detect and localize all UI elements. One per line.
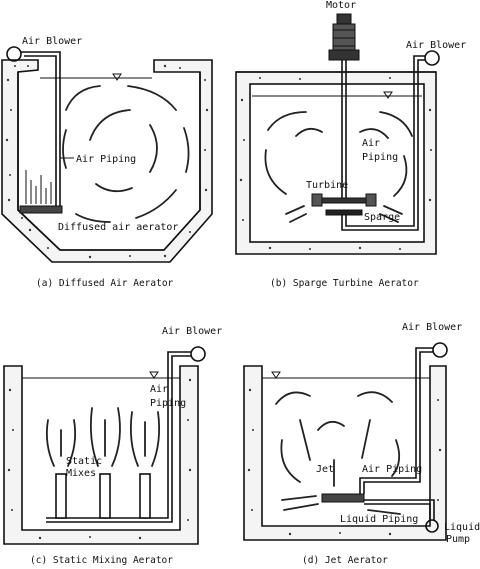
label-c-air: Air bbox=[150, 384, 168, 395]
air-bubbles-a bbox=[25, 170, 52, 204]
air-blower-b bbox=[424, 50, 440, 66]
label-d-pump: Pump bbox=[446, 534, 470, 545]
label-b-turbine: Turbine bbox=[306, 180, 348, 191]
label-b-air-blower: Air Blower bbox=[406, 40, 466, 51]
label-a-air-piping: Air Piping bbox=[76, 154, 136, 165]
label-a-air-blower: Air Blower bbox=[22, 36, 82, 47]
label-b-motor: Motor bbox=[326, 0, 356, 11]
label-d-liquid: Liquid bbox=[444, 522, 480, 533]
caption-c: (c) Static Mixing Aerator bbox=[30, 555, 173, 566]
air-blower-a bbox=[6, 46, 22, 62]
panel-d-jet-aerator: Air Blower Jet Air Piping Liquid Piping … bbox=[243, 322, 480, 566]
label-c-mixes: Mixes bbox=[66, 468, 96, 479]
static-mixers-c bbox=[55, 473, 151, 519]
panel-c-static-mixing-aerator: Air Blower Air Piping Static Mixes (c) S… bbox=[3, 326, 222, 566]
panel-b-sparge-turbine-aerator: Motor Air Blower Air Piping Turbine Spar… bbox=[235, 0, 466, 289]
circulation-pattern-a bbox=[62, 85, 190, 223]
water-level-marker-c bbox=[149, 371, 159, 379]
label-b-piping: Piping bbox=[362, 152, 398, 163]
tank-c-wall bbox=[3, 365, 199, 545]
motor-b bbox=[328, 13, 360, 61]
label-c-air-blower: Air Blower bbox=[162, 326, 222, 337]
plumes-c bbox=[45, 407, 161, 467]
circulation-pattern-b bbox=[264, 111, 413, 223]
caption-a: (a) Diffused Air Aerator bbox=[36, 278, 174, 289]
liquid-pump-d bbox=[425, 519, 439, 533]
label-d-air-piping: Air Piping bbox=[362, 464, 422, 475]
sparge-ring-b bbox=[325, 209, 363, 216]
caption-d: (d) Jet Aerator bbox=[302, 555, 388, 566]
tank-d-concrete-texture bbox=[247, 388, 442, 536]
label-d-liquid-piping: Liquid Piping bbox=[340, 514, 418, 525]
water-level-marker-a bbox=[112, 73, 122, 81]
tank-d-wall bbox=[243, 365, 447, 541]
label-b-air: Air bbox=[362, 138, 380, 149]
tank-a-concrete-texture bbox=[5, 64, 209, 259]
air-blower-c bbox=[190, 346, 206, 362]
caption-b: (b) Sparge Turbine Aerator bbox=[270, 278, 419, 289]
water-level-marker-b bbox=[383, 91, 393, 99]
turbine-b bbox=[311, 193, 377, 207]
panel-a-diffused-air-aerator: Air Blower Air Piping Diffused air aerat… bbox=[1, 36, 213, 289]
label-d-air-blower: Air Blower bbox=[402, 322, 462, 333]
tank-b-concrete-texture bbox=[239, 77, 432, 250]
label-d-jet: Jet bbox=[316, 464, 334, 475]
label-c-static: Static bbox=[66, 456, 102, 467]
air-blower-d bbox=[432, 342, 448, 358]
circulation-pattern-d bbox=[275, 391, 401, 515]
water-level-marker-d bbox=[271, 371, 281, 379]
label-b-sparge: Sparge bbox=[364, 212, 400, 223]
tank-c-concrete-texture bbox=[7, 378, 192, 540]
label-a-aerator: Diffused air aerator bbox=[58, 222, 178, 233]
label-c-piping: Piping bbox=[150, 398, 186, 409]
diffuser-a bbox=[19, 205, 63, 214]
jet-nozzle-d bbox=[321, 493, 365, 503]
